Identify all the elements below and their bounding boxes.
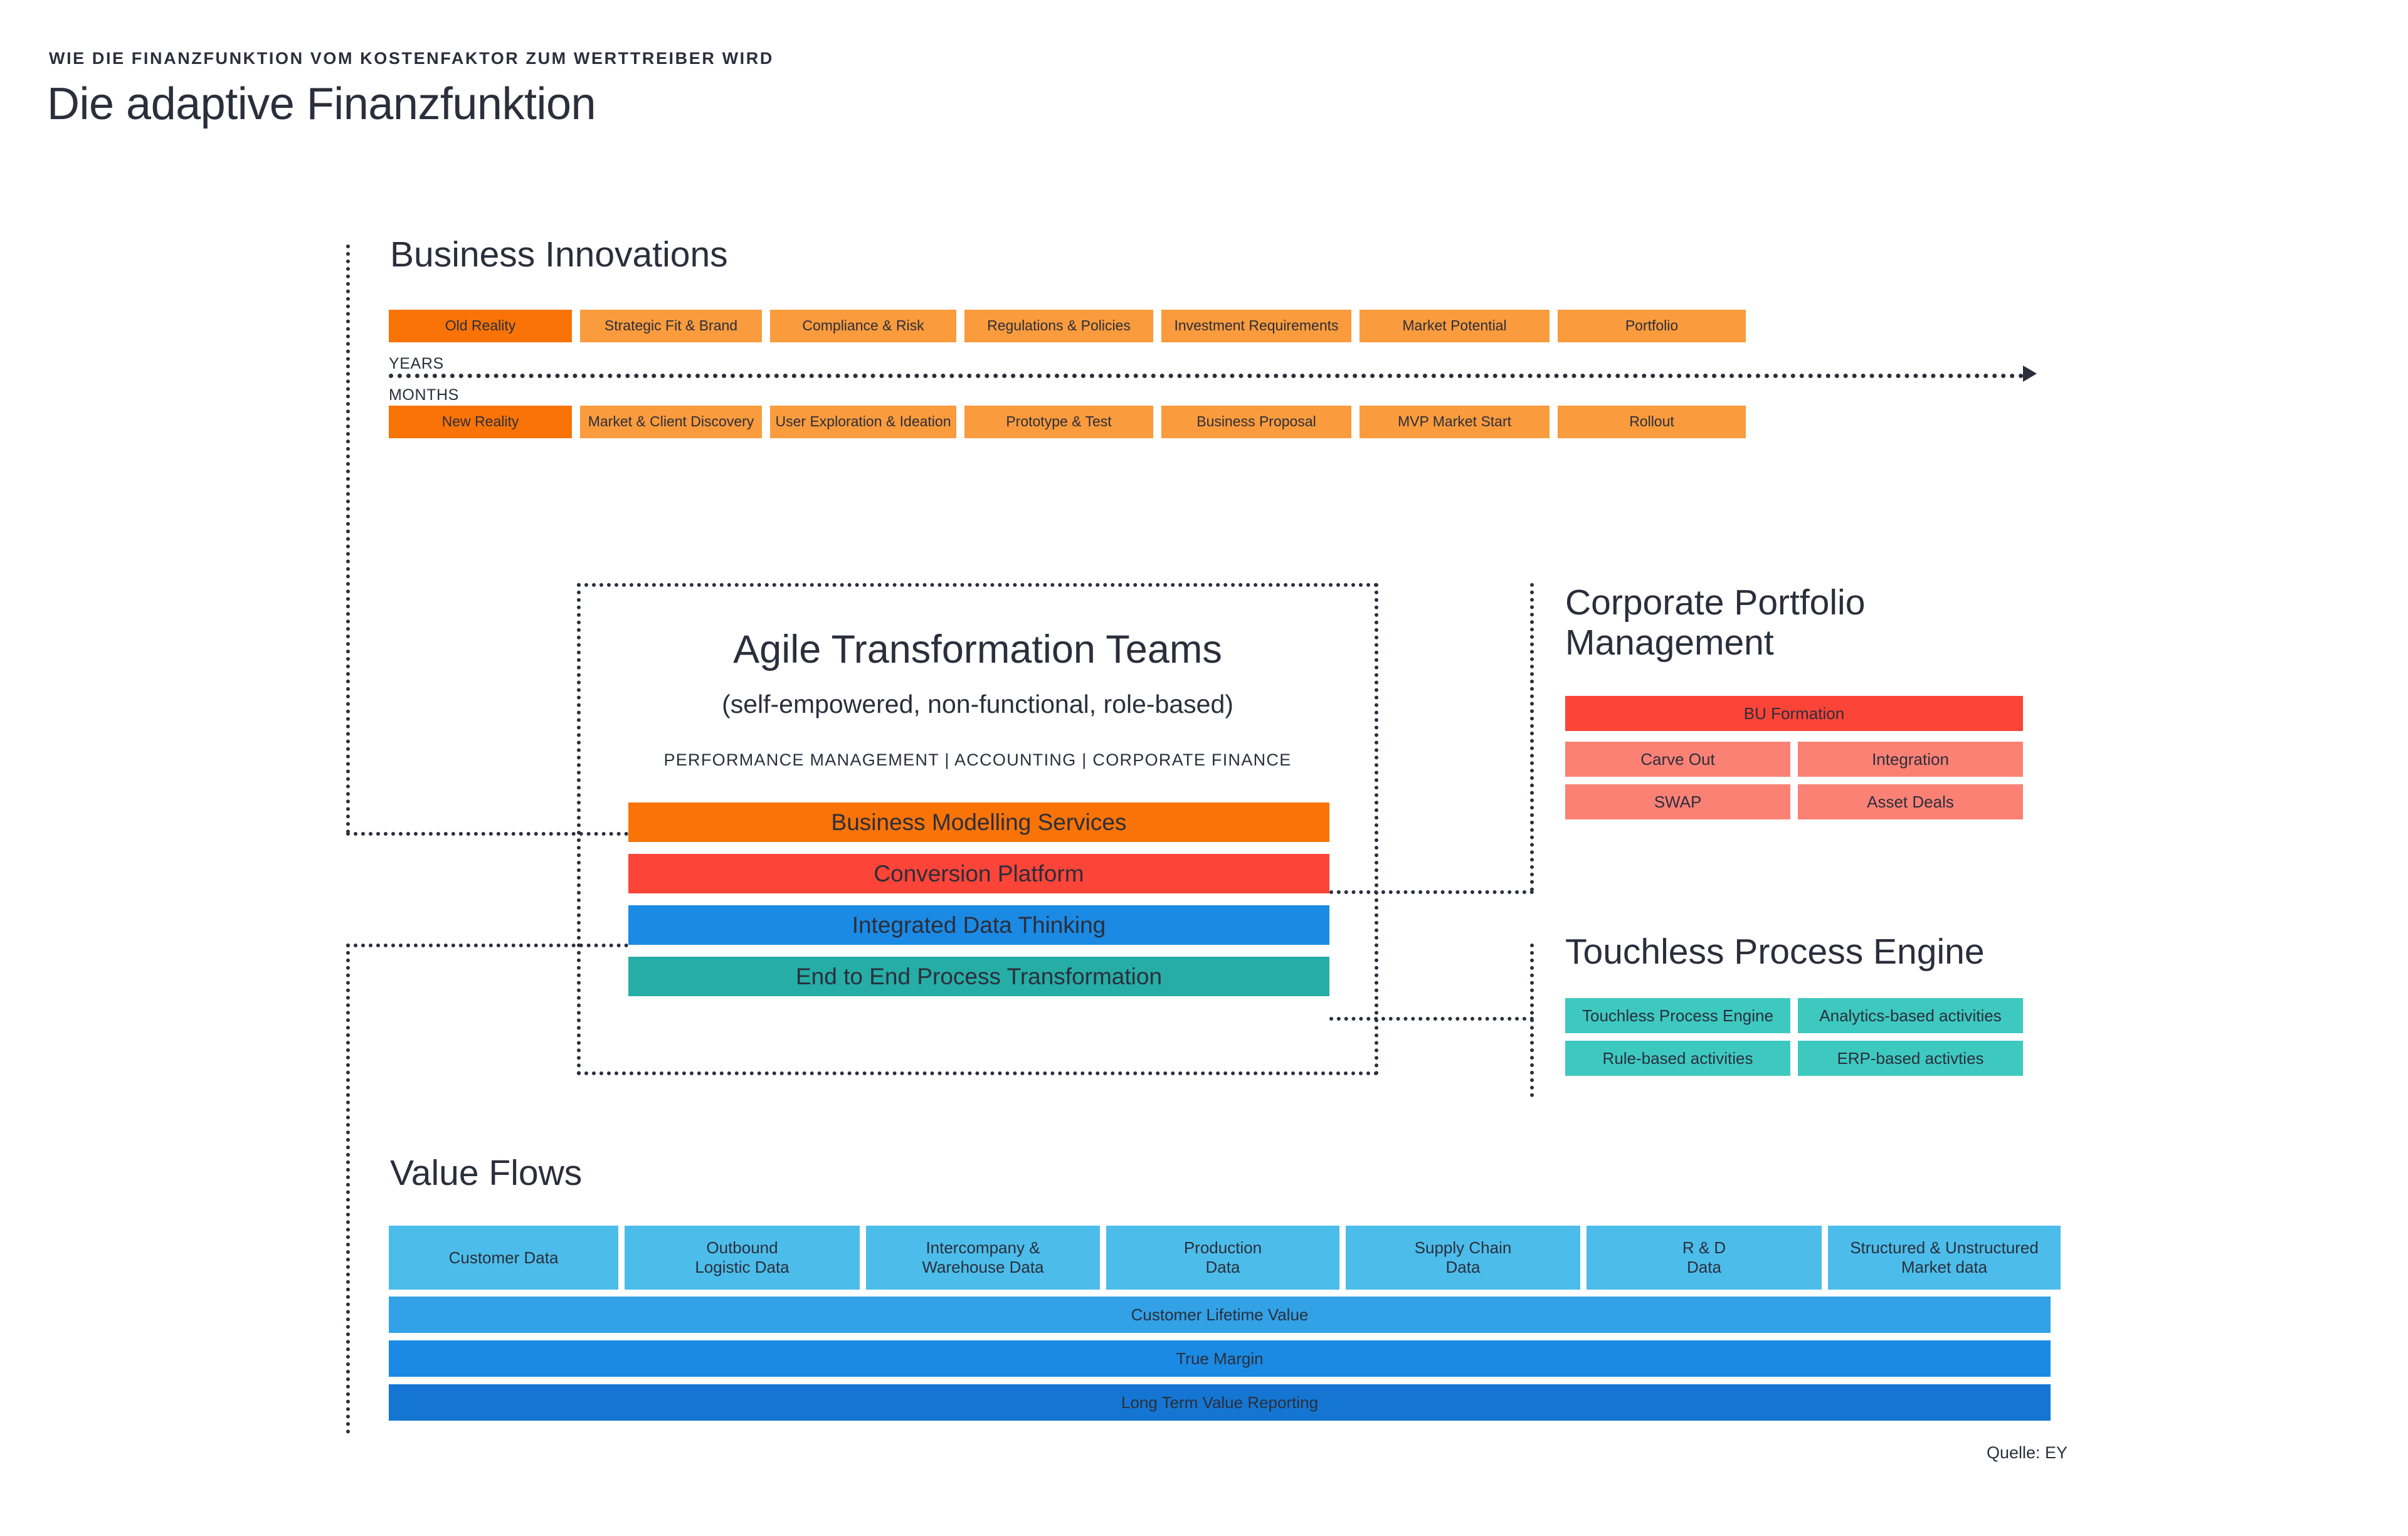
- section-heading-business-innovations: Business Innovations: [390, 234, 728, 275]
- agile-service-bar[interactable]: Business Modelling Services: [628, 802, 1329, 842]
- touchless-chip[interactable]: Rule-based activities: [1565, 1041, 1790, 1076]
- business-innovation-years-chip[interactable]: Investment Requirements: [1161, 310, 1351, 342]
- portfolio-chip[interactable]: SWAP: [1565, 784, 1790, 819]
- business-innovation-months-chip[interactable]: User Exploration & Ideation: [770, 406, 956, 438]
- agile-roles-line: PERFORMANCE MANAGEMENT | ACCOUNTING | CO…: [663, 750, 1292, 769]
- portfolio-chip[interactable]: Asset Deals: [1798, 784, 2023, 819]
- value-flow-data-chip[interactable]: Customer Data: [389, 1226, 618, 1290]
- timeline-dotted-line: [389, 374, 2024, 378]
- portfolio-chip[interactable]: Integration: [1798, 742, 2023, 777]
- section-heading-touchless: Touchless Process Engine: [1565, 932, 1985, 972]
- connector-value-flows-to-data-thinking: [346, 944, 628, 947]
- business-innovation-months-chip[interactable]: MVP Market Start: [1360, 406, 1550, 438]
- connector-value-flows-spine: [346, 944, 350, 1434]
- business-innovation-months-chip[interactable]: Prototype & Test: [964, 406, 1153, 438]
- connector-business-innovations-spine: [346, 245, 350, 834]
- connector-corporate-portfolio-spine: [1530, 583, 1534, 892]
- connector-business-innovations-to-modelling: [346, 832, 628, 836]
- agile-service-bar[interactable]: End to End Process Transformation: [628, 957, 1329, 996]
- section-heading-corporate-portfolio: Corporate Portfolio Management: [1565, 582, 1866, 663]
- value-flow-wide-bar[interactable]: Customer Lifetime Value: [389, 1297, 2051, 1333]
- value-flow-data-chip[interactable]: Production Data: [1106, 1226, 1339, 1290]
- value-flow-wide-bar[interactable]: True Margin: [389, 1340, 2051, 1377]
- section-heading-value-flows: Value Flows: [390, 1153, 583, 1193]
- touchless-chip[interactable]: Analytics-based activities: [1798, 998, 2023, 1033]
- value-flow-data-chip[interactable]: Structured & Unstructured Market data: [1828, 1226, 2061, 1290]
- business-innovation-years-chip[interactable]: Market Potential: [1360, 310, 1550, 342]
- timeline-arrowhead-icon: [2023, 366, 2037, 382]
- timeline-label-years: YEARS: [389, 355, 444, 372]
- business-innovation-months-chip[interactable]: Market & Client Discovery: [580, 406, 762, 438]
- value-flow-data-chip[interactable]: Outbound Logistic Data: [625, 1226, 860, 1290]
- business-innovation-months-chip[interactable]: New Reality: [389, 406, 572, 438]
- agile-transformation-teams-box: [577, 583, 1378, 1075]
- portfolio-bu-formation-chip[interactable]: BU Formation: [1565, 696, 2023, 731]
- connector-endtoend-to-touchless: [1329, 1017, 1534, 1021]
- business-innovation-years-chip[interactable]: Old Reality: [389, 310, 572, 342]
- value-flow-data-chip[interactable]: Intercompany & Warehouse Data: [866, 1226, 1100, 1290]
- business-innovation-years-chip[interactable]: Portfolio: [1558, 310, 1746, 342]
- value-flow-data-chip[interactable]: R & D Data: [1587, 1226, 1822, 1290]
- touchless-chip[interactable]: Touchless Process Engine: [1565, 998, 1790, 1033]
- touchless-chip[interactable]: ERP-based activties: [1798, 1041, 2023, 1076]
- timeline-label-months: MONTHS: [389, 386, 459, 404]
- connector-conversion-to-portfolio: [1329, 890, 1534, 894]
- value-flow-data-chip[interactable]: Supply Chain Data: [1346, 1226, 1580, 1290]
- business-innovation-months-chip[interactable]: Rollout: [1558, 406, 1746, 438]
- business-innovation-years-chip[interactable]: Strategic Fit & Brand: [580, 310, 762, 342]
- page-kicker: WIE DIE FINANZFUNKTION VOM KOSTENFAKTOR …: [49, 49, 774, 68]
- agile-service-bar[interactable]: Integrated Data Thinking: [628, 905, 1329, 945]
- agile-subtitle: (self-empowered, non-functional, role-ba…: [722, 690, 1233, 718]
- business-innovation-years-chip[interactable]: Compliance & Risk: [770, 310, 956, 342]
- agile-title: Agile Transformation Teams: [733, 628, 1222, 671]
- page-title: Die adaptive Finanzfunktion: [47, 79, 596, 129]
- portfolio-chip[interactable]: Carve Out: [1565, 742, 1790, 777]
- agile-service-bar[interactable]: Conversion Platform: [628, 854, 1329, 893]
- value-flow-wide-bar[interactable]: Long Term Value Reporting: [389, 1384, 2051, 1421]
- business-innovation-years-chip[interactable]: Regulations & Policies: [964, 310, 1153, 342]
- business-innovation-months-chip[interactable]: Business Proposal: [1161, 406, 1351, 438]
- source-credit: Quelle: EY: [1987, 1443, 2068, 1462]
